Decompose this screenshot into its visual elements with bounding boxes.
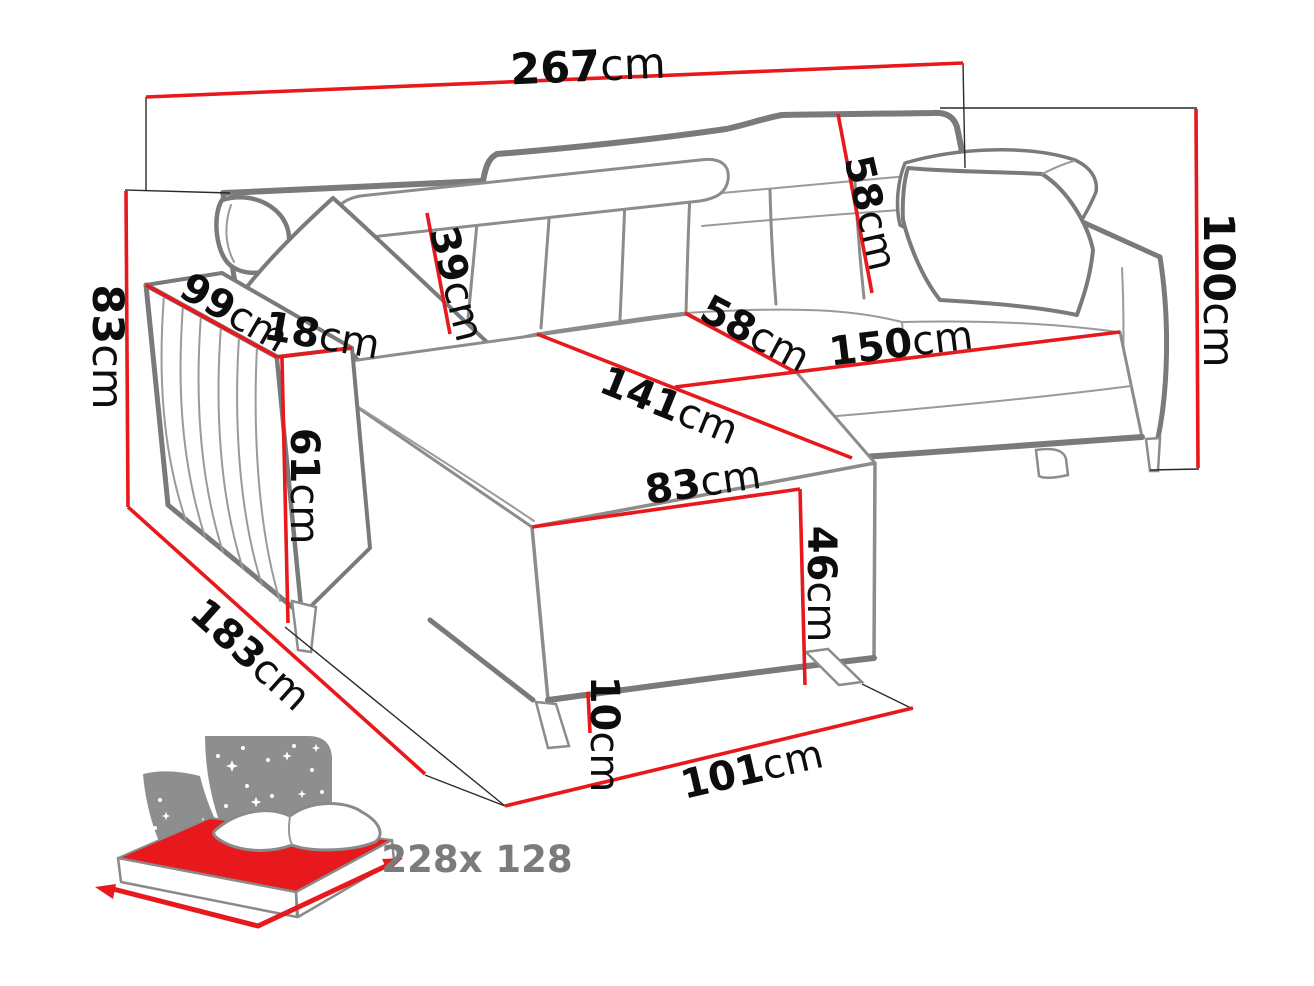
dimension-label-chaise-height: 46cm [798,526,844,643]
dimension-line-armrest-length [145,283,278,359]
dimension-line-seat-depth [684,311,796,374]
dimension-line-base-width [504,706,914,808]
dimension-line-headrest-height [836,113,874,294]
dimension-label-chaise-width: 83cm [642,452,764,514]
armrest-leg [290,599,318,654]
chaise-leg-left [534,700,571,750]
dimension-label-seat-height: 61cm [281,428,327,545]
dimension-line-backrest-height [425,212,452,335]
dimension-line-chaise-height [798,488,807,686]
dimension-label-side-height: 83cm [82,284,132,409]
pillow-front [900,166,1095,317]
dimension-line-total-height [1194,108,1200,469]
extension-lines [124,62,1200,807]
dimension-line-chaise-width [531,487,801,529]
right-pillows [895,148,1099,317]
sleeping-area-label: 228x 128 [381,838,572,881]
dimension-line-seat-width [674,330,1121,389]
seat-leg [1144,436,1162,473]
sleeping-area-icon: 228x 128 [95,736,573,929]
dimension-line-side-depth [126,505,427,776]
armrest-stripes [160,294,281,602]
dimension-line-total-width [145,61,964,99]
dimension-line-armrest-width [276,346,353,359]
dimension-label-seat-width: 150cm [827,312,976,375]
dimension-label-base-width: 101cm [676,731,827,808]
bed-pillows [212,802,382,852]
bed-dimension-arrows [95,858,403,929]
dimension-label-total-height: 100cm [1193,212,1243,367]
chaise-leg-right [803,647,865,687]
dimension-label-leg-height: 10cm [581,676,627,793]
chaise-front-band [427,461,877,750]
dimension-line-seat-height [280,357,290,624]
dimension-lines [124,61,1200,808]
dimension-label-total-width: 267cm [509,39,666,96]
dimension-line-side-height [124,190,130,508]
dimension-line-chaise-length [536,332,853,460]
dimension-line-leg-height [586,691,592,734]
dimension-label-armrest-width: 18cm [261,303,384,369]
seat-caster [1034,447,1070,479]
dimension-labels: 267cm 100cm 83cm 183cm 99cm 18cm 61cm 39… [82,39,1243,809]
